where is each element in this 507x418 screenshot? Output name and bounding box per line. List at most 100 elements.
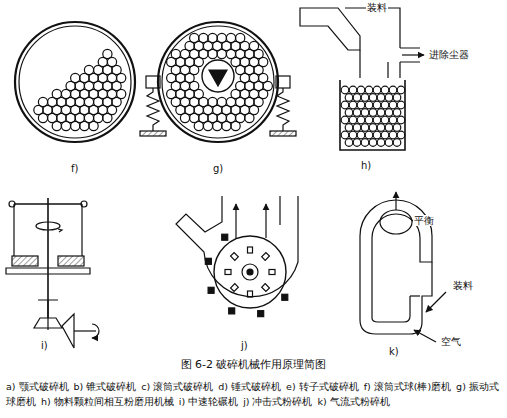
bed-mill — [361, 109, 369, 117]
roller-mill — [58, 229, 62, 232]
bed-mill — [388, 62, 400, 78]
bed-mill — [349, 86, 357, 94]
vibrating-mill — [217, 49, 226, 58]
ball-mill-drum — [15, 22, 135, 142]
hammer-mill — [247, 269, 253, 275]
hammer-mill — [262, 253, 270, 261]
ball-mill-drum — [103, 113, 112, 122]
bed-mill — [393, 109, 401, 117]
vibrating-mill — [158, 22, 278, 142]
jet-mill — [410, 295, 420, 296]
jet-mill — [414, 330, 436, 342]
vibrating-mill — [209, 70, 227, 86]
bed-mill — [393, 94, 401, 102]
hammer-mill — [258, 311, 264, 317]
vibrating-mill — [146, 76, 160, 88]
hammer-mill — [242, 264, 258, 280]
bed-mill — [345, 139, 353, 147]
ball-mill-drum — [71, 121, 80, 130]
bed-mill — [300, 8, 360, 50]
roller-mill — [34, 318, 62, 328]
feed-label: 装料 — [452, 280, 474, 291]
bed-mill — [353, 109, 361, 117]
ball-mill-drum — [61, 121, 70, 130]
jet-mill — [372, 296, 410, 322]
bed-mill — [397, 101, 405, 109]
panel-letter: f) — [70, 163, 79, 174]
bed-mill — [373, 131, 381, 139]
ball-mill-drum — [89, 121, 98, 130]
legend-item: j) 冲击式粉碎机 — [243, 396, 312, 407]
bed-mill — [357, 131, 365, 139]
bed-mill — [361, 139, 369, 147]
roller-mill — [36, 222, 60, 230]
vibrating-mill — [231, 121, 240, 130]
bed-mill — [397, 131, 405, 139]
bed-mill — [300, 8, 424, 150]
bed-mill — [389, 131, 397, 139]
legend-item: e) 转子式破碎机 — [286, 381, 359, 392]
bed-mill — [377, 124, 385, 132]
vibrating-mill — [276, 76, 290, 88]
vibrating-mill — [194, 121, 203, 130]
roller-mill — [92, 324, 99, 338]
hammer-mill — [176, 196, 298, 297]
vibrating-mill — [208, 49, 217, 58]
bed-mill — [345, 109, 353, 117]
bed-mill — [357, 116, 365, 124]
jet-mill — [426, 292, 446, 312]
bed-mill — [373, 101, 381, 109]
bed-mill — [397, 86, 405, 94]
jet-mill — [360, 262, 432, 334]
hammer-mill — [176, 196, 298, 317]
roller-mill — [14, 204, 82, 256]
bed-mill — [349, 116, 357, 124]
hammer-mill — [248, 291, 253, 297]
panel-letter: g) — [212, 163, 224, 174]
roller-mill — [6, 268, 90, 274]
air-label: 空气 — [440, 336, 462, 347]
bed-mill — [353, 124, 361, 132]
ball-mill-drum — [19, 26, 131, 138]
legend-item: h) 物料颗粒间相互粉磨用机械 — [41, 396, 174, 407]
bed-mill — [389, 86, 397, 94]
vibrating-mill — [213, 121, 222, 130]
jet-mill — [360, 192, 446, 342]
roller-mill — [74, 330, 96, 331]
bed-mill — [341, 101, 349, 109]
bed-mill — [341, 131, 349, 139]
panel-letter: k) — [388, 346, 400, 357]
ball-mill-drum — [80, 121, 89, 130]
bed-mill — [353, 139, 361, 147]
bed-mill — [369, 94, 377, 102]
jet-mill — [380, 210, 412, 234]
bed-mill — [361, 94, 369, 102]
panel-letter: i) — [40, 340, 49, 351]
bed-mill — [357, 101, 365, 109]
legend-item: f) 滚筒式球(棒)磨机 — [364, 381, 451, 392]
hammer-mill — [231, 284, 239, 292]
panel-letter: j) — [240, 340, 249, 351]
bed-mill — [361, 124, 369, 132]
bed-mill — [365, 101, 373, 109]
balance-label: 平衡 — [413, 215, 435, 226]
bed-mill — [393, 124, 401, 132]
roller-mill — [12, 256, 38, 266]
bed-mill — [345, 124, 353, 132]
bed-mill — [377, 109, 385, 117]
bed-mill — [377, 139, 385, 147]
legend-item: c) 滚筒式破碎机 — [141, 381, 213, 392]
bed-mill — [389, 101, 397, 109]
vibrating-mill — [140, 22, 296, 142]
vibrating-mill — [147, 88, 159, 131]
hammer-mill — [282, 294, 288, 300]
bed-mill — [385, 139, 393, 147]
outlet-label: 进除尘器 — [428, 49, 470, 60]
bed-mill — [381, 86, 389, 94]
bed-mill — [381, 131, 389, 139]
bed-mill — [389, 116, 397, 124]
ball-mill-drum — [38, 113, 47, 122]
bed-mill — [349, 101, 357, 109]
hammer-mill — [229, 308, 235, 314]
